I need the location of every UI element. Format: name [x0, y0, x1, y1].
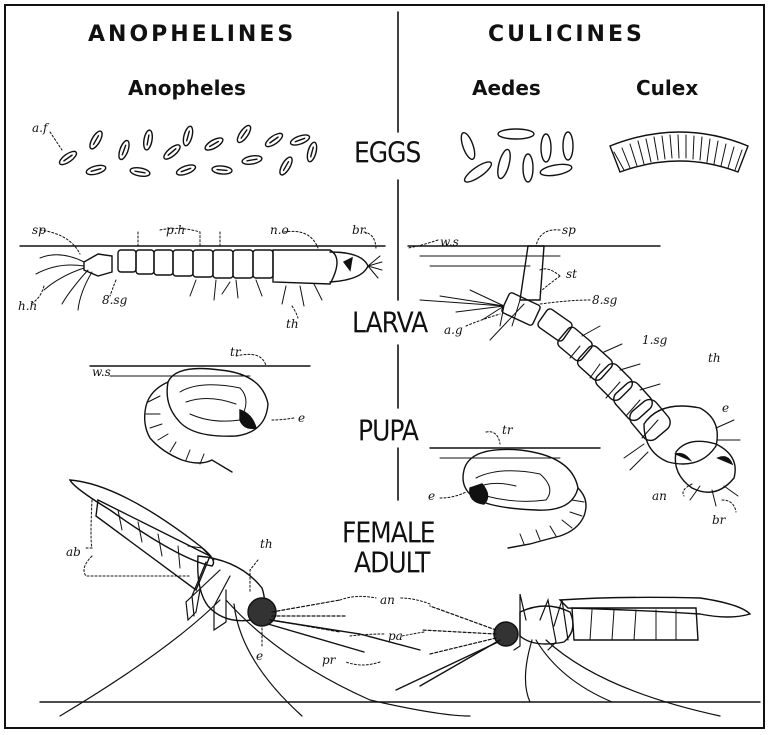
culex-egg-raft: [610, 132, 748, 172]
label-1sg: 1.sg: [642, 333, 668, 347]
label-ag: a.g: [444, 323, 463, 337]
culex-larva: [420, 246, 740, 506]
label-st: st: [566, 267, 577, 281]
label-ph: p.h: [166, 223, 185, 237]
label-hh: h.h: [18, 299, 37, 313]
label-e-adult: e: [256, 649, 263, 663]
label-e-pupa-left: e: [298, 411, 305, 425]
label-no: n.o: [270, 223, 289, 237]
culex-adult: [396, 594, 750, 716]
label-sp-right: sp: [562, 223, 576, 237]
label-an-adult: an: [380, 593, 395, 607]
label-th-adult: th: [260, 537, 273, 551]
label-pa: pa: [388, 629, 403, 643]
label-8sg-left: 8.sg: [102, 293, 128, 307]
label-br-right: br: [712, 513, 727, 527]
anopheles-eggs: [58, 124, 319, 178]
anopheles-pupa: [145, 369, 268, 473]
label-th-larva-left: th: [286, 317, 299, 331]
label-an-larva: an: [652, 489, 667, 503]
culicine-pupa: [463, 449, 586, 548]
label-pr: pr: [322, 653, 337, 667]
label-ws-left: w.s: [92, 365, 111, 379]
aedes-eggs: [459, 129, 573, 185]
label-br-left: br.: [352, 223, 368, 237]
label-tr-right: tr: [502, 423, 514, 437]
anopheles-adult: [60, 480, 470, 716]
leader-af: [50, 132, 62, 150]
anopheles-larva: [36, 250, 382, 310]
label-sp-left: sp: [32, 223, 46, 237]
label-af: a.f: [32, 121, 50, 135]
label-8sg-right: 8.sg: [592, 293, 618, 307]
label-ab: ab: [66, 545, 81, 559]
label-e-pupa-right: e: [428, 489, 435, 503]
label-e-larva-right: e: [722, 401, 729, 415]
label-th-larva-right: th: [708, 351, 721, 365]
label-ws-right: w.s: [440, 235, 459, 249]
label-tr-left: tr: [230, 345, 242, 359]
